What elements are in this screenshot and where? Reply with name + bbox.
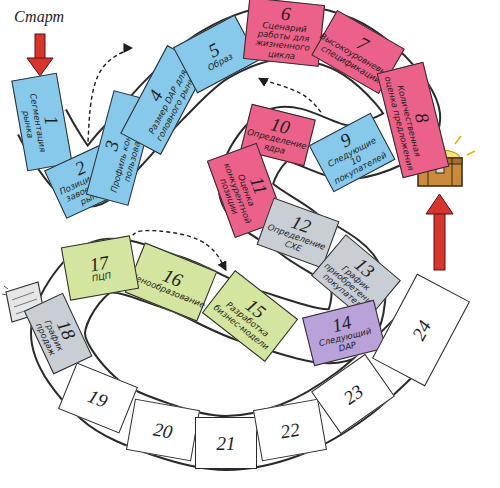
step-number: 23 xyxy=(340,381,366,407)
track-fill xyxy=(42,32,421,443)
step-number: 6 xyxy=(280,4,291,24)
step-title: Следующий DAP xyxy=(313,326,380,359)
board-cell: 21 xyxy=(195,417,257,469)
step-title: Сценарий работы для жизненного цикла xyxy=(248,20,317,63)
step-number: 22 xyxy=(279,419,301,441)
board-cell: 23 xyxy=(311,354,395,434)
step-title: Разработка бизнес-модели xyxy=(211,295,277,353)
snake-track xyxy=(42,32,421,443)
board-cell: 20 xyxy=(126,399,200,462)
board-cell: 18График продаж xyxy=(24,292,93,374)
board-cell: 15Разработка бизнес-модели xyxy=(202,270,298,362)
step-title: Следующие 10 покупателей xyxy=(324,134,390,186)
board-cell: 22 xyxy=(253,399,327,462)
board-cell: 1Сегментация рынка xyxy=(11,73,72,172)
step-number: 24 xyxy=(408,317,434,343)
step-title: ПЦП xyxy=(91,271,112,283)
step-number: 20 xyxy=(152,419,174,441)
board-cell: 9Следующие 10 покупателей xyxy=(309,112,395,191)
board-cell: 19 xyxy=(58,362,138,433)
board-cell: 6Сценарий работы для жизненного цикла xyxy=(243,0,325,66)
start-label: Старт xyxy=(14,8,64,26)
start-arrow xyxy=(27,34,53,76)
track-outline xyxy=(42,32,421,443)
step-number: 19 xyxy=(86,386,111,411)
step-number: 8 xyxy=(412,111,433,125)
step-number: 21 xyxy=(217,434,236,453)
step-number: 1 xyxy=(41,114,61,127)
finish-arrow xyxy=(426,194,453,270)
